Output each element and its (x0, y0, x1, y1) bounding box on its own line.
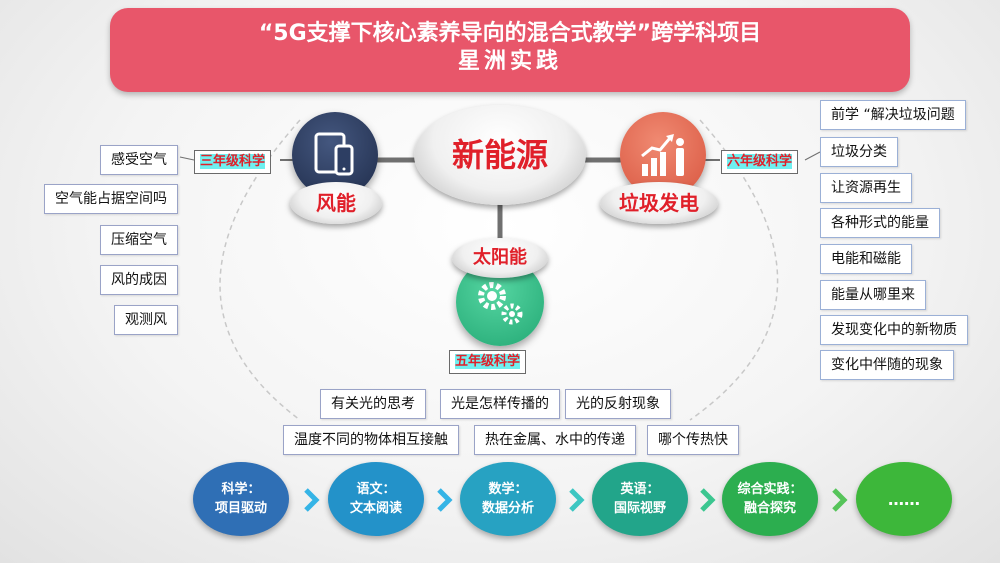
title-line-2: 星洲实践 (457, 49, 562, 74)
garbage-topic-5: 电能和磁能 (820, 244, 912, 274)
wind-topic-3: 压缩空气 (100, 225, 178, 255)
title-banner: “5G支撑下核心素养导向的混合式教学”跨学科项目 星洲实践 (110, 8, 910, 92)
subject-english: 英语： 国际视野 (592, 462, 688, 536)
garbage-topic-6: 能量从哪里来 (820, 280, 926, 310)
solar-grade-text: 五年级科学 (455, 354, 521, 369)
line-wind-topics (179, 156, 195, 161)
subject-science: 科学： 项目驱动 (193, 462, 289, 536)
chevron-right-icon (832, 488, 848, 512)
tablet-phone-icon (314, 132, 354, 176)
solar-topic-3: 光的反射现象 (565, 389, 671, 419)
subject-math-line2: 数据分析 (481, 501, 534, 516)
solar-topic-1: 有关光的思考 (320, 389, 426, 419)
subject-chinese-line1: 语文： (356, 482, 396, 497)
garbage-topic-7: 发现变化中的新物质 (820, 315, 968, 345)
chevron-right-icon (569, 488, 585, 512)
wind-topic-1: 感受空气 (100, 145, 178, 175)
solar-node-label: 太阳能 (452, 238, 548, 278)
garbage-topic-8: 变化中伴随的现象 (820, 350, 954, 380)
subject-chinese: 语文： 文本阅读 (328, 462, 424, 536)
subject-practice-line2: 融合探究 (743, 501, 796, 516)
subject-practice: 综合实践： 融合探究 (722, 462, 818, 536)
gears-icon (478, 282, 523, 325)
chevron-right-icon (437, 488, 453, 512)
subject-practice-line1: 综合实践： (737, 482, 803, 497)
subject-chinese-line2: 文本阅读 (349, 501, 402, 516)
solar-topic-2: 光是怎样传播的 (440, 389, 560, 419)
garbage-grade-text: 六年级科学 (727, 154, 793, 169)
subject-science-line1: 科学： (221, 482, 261, 497)
garbage-grade-label: 六年级科学 (721, 150, 799, 174)
solar-grade-label: 五年级科学 (449, 350, 527, 374)
garbage-node-label: 垃圾发电 (600, 182, 718, 224)
garbage-topic-1: 前学 “解决垃圾问题 (820, 100, 966, 130)
garbage-topic-3: 让资源再生 (820, 173, 912, 203)
wind-topic-5: 观测风 (114, 305, 178, 335)
center-node: 新能源 (414, 105, 586, 205)
dashed-arc-left (219, 119, 301, 421)
solar-topic-6: 哪个传热快 (647, 425, 739, 455)
subject-more: …… (856, 462, 952, 536)
subject-math-line1: 数学： (488, 482, 528, 497)
solar-topic-4: 温度不同的物体相互接触 (283, 425, 459, 455)
subject-math: 数学： 数据分析 (460, 462, 556, 536)
subject-english-line1: 英语： (620, 482, 660, 497)
wind-topic-2: 空气能占据空间吗 (44, 184, 178, 214)
garbage-topic-2: 垃圾分类 (820, 137, 898, 167)
subject-science-line2: 项目驱动 (214, 501, 267, 516)
wind-node-label: 风能 (290, 182, 382, 224)
garbage-topic-4: 各种形式的能量 (820, 208, 940, 238)
solar-topic-5: 热在金属、水中的传递 (474, 425, 636, 455)
wind-grade-text: 三年级科学 (200, 154, 266, 169)
wind-grade-label: 三年级科学 (194, 150, 272, 174)
title-line-1: “5G支撑下核心素养导向的混合式教学”跨学科项目 (258, 21, 762, 46)
wind-topic-4: 风的成因 (100, 265, 178, 295)
chevron-right-icon (304, 488, 320, 512)
line-garbage-topics (804, 151, 821, 161)
subject-more-line1: …… (888, 489, 920, 509)
growth-chart-person-icon (641, 134, 684, 176)
chevron-right-icon (700, 488, 716, 512)
subject-english-line2: 国际视野 (613, 501, 666, 516)
